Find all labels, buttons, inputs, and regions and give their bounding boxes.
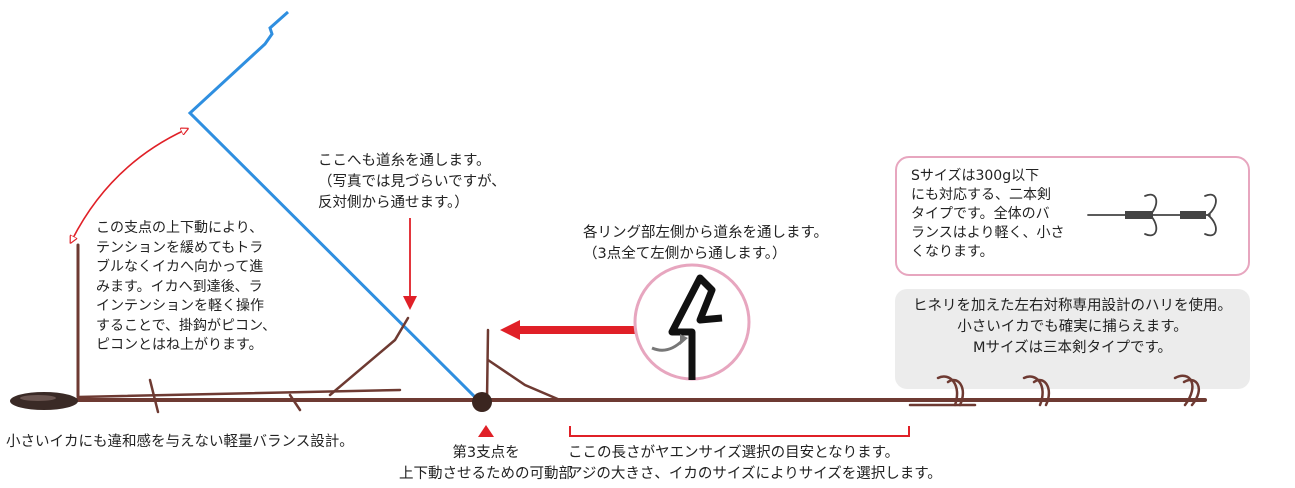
hooks: [908, 374, 1201, 407]
pivot-knot: [472, 392, 492, 412]
swing-note: この支点の上下動により、 テンションを緩めてもトラ ブルなくイカへ向かって進 み…: [96, 220, 277, 353]
ring-detail-icon: [633, 263, 751, 381]
sinker: [10, 392, 78, 410]
swing-arrow: [72, 130, 185, 240]
pivot-note: 第3支点を 上下動させるための可動部: [399, 445, 573, 482]
m-size-note: ヒネリを加えた左右対称専用設計のハリを使用。 小さいイカでも確実に捕らえます。 …: [913, 298, 1232, 356]
m-size-box: [895, 289, 1250, 389]
length-note: ここの長さがヤエンサイズ選択の目安となります。 アジの大きさ、イカのサイズにより…: [568, 445, 942, 482]
length-bracket: [569, 426, 910, 437]
pivot-arrow: [478, 425, 494, 437]
yaen-wire: [73, 243, 1207, 414]
s-size-note: Sサイズは300g以下 にも対応する、二本剣 タイプです。全体のバ ランスはより…: [911, 168, 1065, 260]
bottom-left-note: 小さいイカにも違和感を与えない軽量バランス設計。: [6, 434, 354, 450]
line-through-note: ここへも道糸を通します。 （写真では見づらいですが、 反対側から通せます。）: [318, 153, 506, 211]
ring-arrow: [500, 320, 637, 340]
ring-note: 各リング部左側から道糸を通します。 （3点全て左側から通します。）: [583, 225, 829, 262]
down-arrow: [403, 218, 417, 310]
fishing-line: [187, 10, 480, 402]
s-size-hook-illustration: [1087, 193, 1217, 237]
